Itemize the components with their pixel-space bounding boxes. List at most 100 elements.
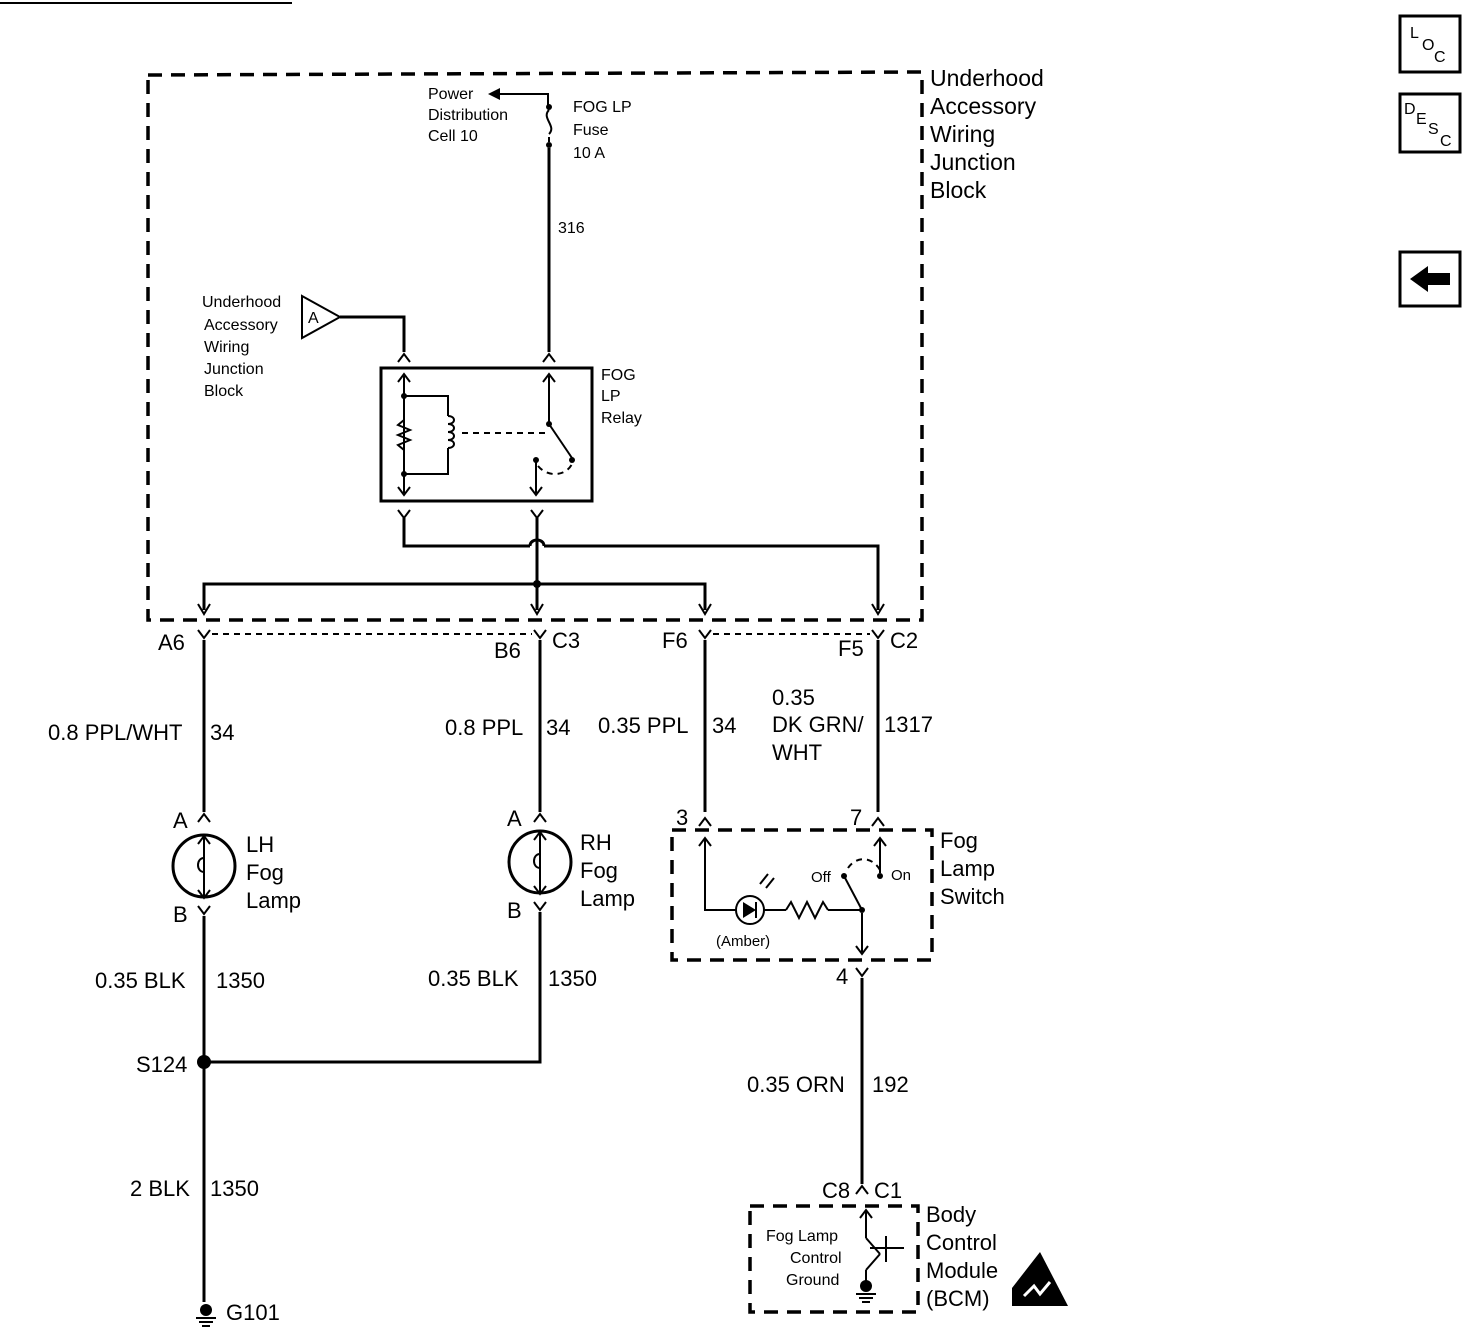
wire-bcm-color: 0.35 ORN [747,1072,845,1097]
svg-text:7: 7 [850,805,862,830]
svg-text:Control: Control [926,1230,997,1255]
svg-text:C8: C8 [822,1178,850,1203]
connector-a6: A6 [158,630,185,655]
wire-rh-ground [204,912,542,1064]
wire-rh-ground-color: 0.35 BLK [428,966,519,991]
wire-rh-feed-color: 0.8 PPL [445,715,523,740]
back-button[interactable] [1398,250,1462,308]
svg-text:On: On [891,867,911,884]
svg-text:Control: Control [790,1250,842,1267]
svg-text:FOG: FOG [601,367,636,384]
wire-main-ground-circuit: 1350 [210,1176,259,1201]
svg-text:Junction: Junction [204,361,264,378]
splice-label: S124 [136,1052,187,1077]
svg-text:Ground: Ground [786,1272,839,1289]
connector-f5: F5 [838,636,864,661]
loc-letter-l: L [1410,25,1419,42]
wire-main-ground-color: 2 BLK [130,1176,190,1201]
svg-text:Cell 10: Cell 10 [428,128,478,145]
loc-letter-o: O [1422,37,1434,54]
wire-lh-feed-color: 0.8 PPL/WHT [48,720,182,745]
lh-fog-lamp: A B LH Fog Lamp [171,808,301,927]
svg-text:Off: Off [811,869,832,886]
wire-switch-signal-line2: DK GRN/ [772,712,865,737]
svg-text:A: A [173,808,188,833]
svg-text:Fog Lamp: Fog Lamp [766,1228,838,1245]
left-arrow-icon [1410,266,1450,292]
rh-fog-lamp: A B RH Fog Lamp [507,806,635,923]
svg-text:LP: LP [601,388,621,405]
reference-triangle-icon [301,294,343,340]
ground-g101: G101 [196,1300,280,1327]
desc-letter-s: S [1428,121,1439,138]
wire-lh-feed-circuit: 34 [210,720,234,745]
reference-a-marker: Underhood Accessory Wiring Junction Bloc… [202,294,411,400]
wire-316-label: 316 [558,220,585,237]
wire-switch-signal-line1: 0.35 [772,685,815,710]
desc-letter-d: D [1404,101,1416,118]
svg-text:Block: Block [930,177,987,203]
coil-icon [447,415,455,449]
svg-text:(BCM): (BCM) [926,1286,990,1311]
desc-letter-c: C [1440,133,1452,150]
connector-b6: B6 [494,638,521,663]
svg-text:B: B [173,902,188,927]
svg-text:Fog: Fog [580,858,618,883]
svg-text:Module: Module [926,1258,998,1283]
wire-switch-signal-circuit: 1317 [884,712,933,737]
desc-button[interactable]: D E S C [1398,92,1462,154]
wire-switch-feed-color: 0.35 PPL [598,713,689,738]
connector-f6: F6 [662,628,688,653]
wire-switch-signal-line3: WHT [772,740,822,765]
svg-text:LH: LH [246,832,274,857]
svg-text:Wiring: Wiring [204,339,249,356]
svg-text:A: A [507,806,522,831]
wire-switch-feed-circuit: 34 [712,713,736,738]
svg-text:RH: RH [580,830,612,855]
svg-text:Distribution: Distribution [428,107,508,124]
fog-lamp-switch: 3 7 Off On (Amber) Fog Lamp Switch 4 [670,805,1005,989]
arrow-left-icon [488,88,500,100]
svg-text:10 A: 10 A [573,145,605,162]
fog-lp-relay: FOG LP Relay [379,366,642,503]
svg-text:Accessory: Accessory [930,93,1037,119]
svg-text:Junction: Junction [930,149,1016,175]
loc-letter-c: C [1434,49,1446,66]
wire-rh-feed-circuit: 34 [546,715,570,740]
svg-text:Lamp: Lamp [246,888,301,913]
svg-text:Fog: Fog [246,860,284,885]
resistor-icon [395,419,413,451]
svg-text:(Amber): (Amber) [716,933,770,950]
connector-c3: C3 [552,628,580,653]
svg-text:Underhood: Underhood [202,294,281,311]
wire-lh-ground-circuit: 1350 [216,968,265,993]
splice-s124 [197,1055,211,1069]
svg-text:A: A [308,310,319,327]
resistor-icon [785,899,829,921]
svg-text:C1: C1 [874,1178,902,1203]
svg-text:B: B [507,898,522,923]
loc-button[interactable]: L O C [1398,14,1462,74]
svg-text:Power: Power [428,86,474,103]
junction-block-outline [146,70,924,622]
fuse-icon [545,109,553,135]
svg-text:G101: G101 [226,1300,280,1325]
svg-text:3: 3 [676,805,688,830]
svg-text:Switch: Switch [940,884,1005,909]
power-distribution: Power Distribution Cell 10 [428,86,549,145]
svg-text:Relay: Relay [601,410,642,427]
esd-warning-icon [1012,1252,1068,1306]
svg-text:Wiring: Wiring [930,121,995,147]
svg-text:FOG LP: FOG LP [573,99,632,116]
svg-text:4: 4 [836,964,848,989]
wire-lh-ground-color: 0.35 BLK [95,968,186,993]
svg-text:Lamp: Lamp [580,886,635,911]
fog-lp-fuse: FOG LP Fuse 10 A [545,99,632,162]
svg-text:Underhood: Underhood [930,65,1044,91]
wire-rh-ground-circuit: 1350 [548,966,597,991]
junction-block-label: Underhood Accessory Wiring Junction Bloc… [930,65,1044,203]
wire-bcm-circuit: 192 [872,1072,909,1097]
svg-text:Fuse: Fuse [573,122,609,139]
svg-text:Accessory: Accessory [204,317,278,334]
